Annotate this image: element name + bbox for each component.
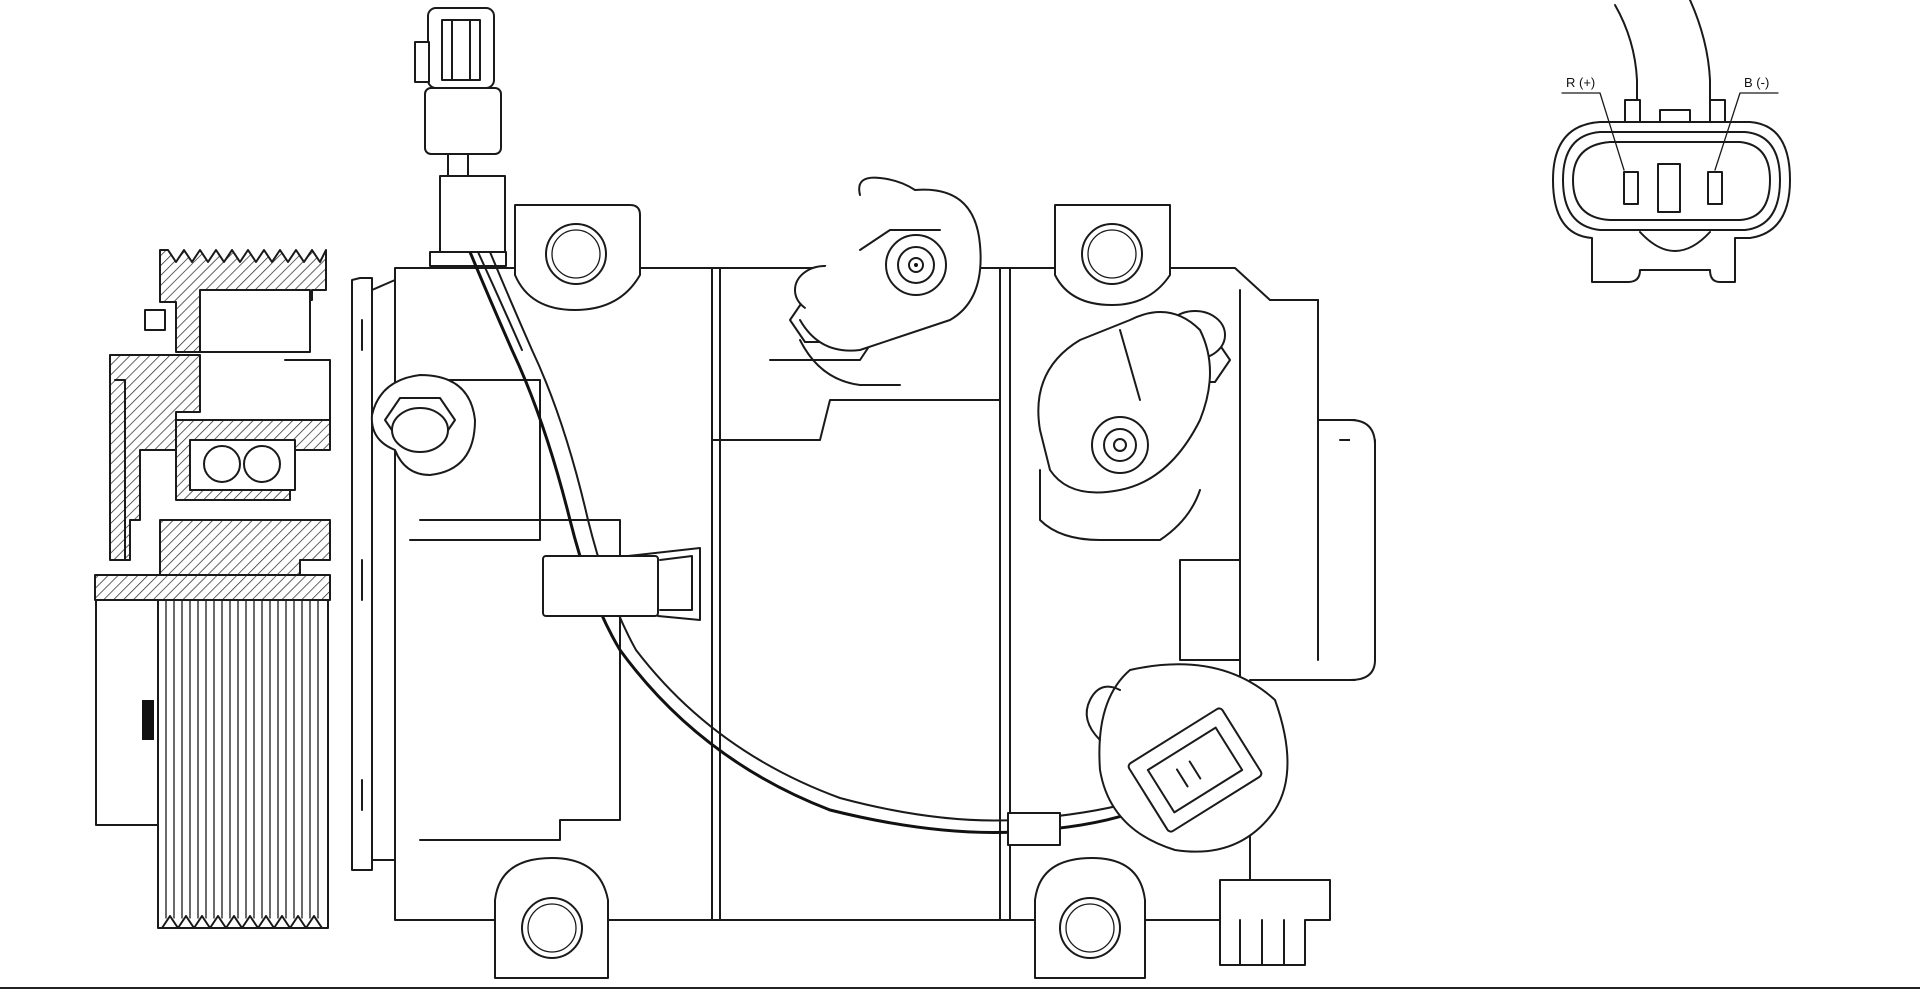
leader-r-plus bbox=[1561, 92, 1625, 171]
hub-key bbox=[142, 700, 154, 740]
connector-pinout-inset: R (+) B (-) bbox=[1552, 0, 1791, 283]
front-bolt bbox=[370, 374, 476, 476]
pulley-section bbox=[94, 249, 331, 601]
leader-b-minus bbox=[1714, 92, 1779, 171]
center-key bbox=[1657, 163, 1681, 213]
mounting-ears bbox=[494, 204, 1171, 979]
top-connector bbox=[414, 7, 507, 267]
sensor-connector bbox=[1085, 663, 1331, 966]
valve-ports bbox=[799, 176, 1211, 541]
pin-b-minus bbox=[1707, 171, 1723, 205]
wire-harness bbox=[468, 251, 1141, 846]
bottom-border-line bbox=[0, 987, 1920, 989]
inset-wire-right bbox=[1689, 0, 1711, 111]
pin-r-plus bbox=[1623, 171, 1639, 205]
suction-port bbox=[799, 176, 982, 386]
pin-label-r-plus: R (+) bbox=[1566, 75, 1595, 90]
pulley-grooves bbox=[157, 582, 329, 929]
pin-label-b-minus: B (-) bbox=[1744, 75, 1769, 90]
inset-wire-left bbox=[1614, 4, 1638, 111]
discharge-port bbox=[1037, 311, 1211, 541]
pulley-clutch-assembly bbox=[94, 249, 331, 929]
